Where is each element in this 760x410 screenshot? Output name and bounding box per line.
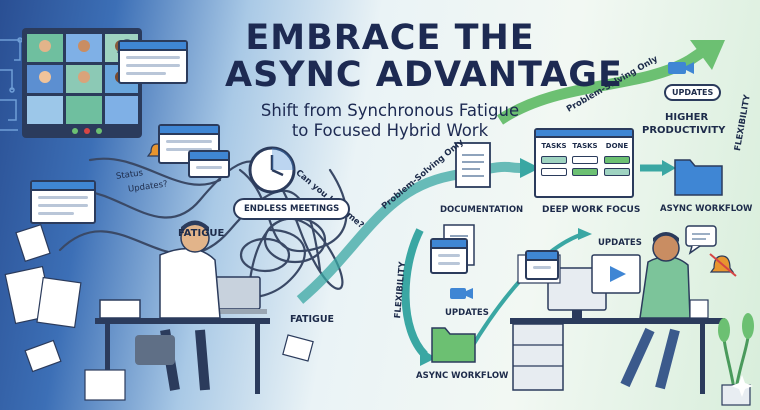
muted-bell-icon [709,253,737,277]
stressed-worker-scene [95,220,270,394]
paper-pile [4,223,314,401]
circuit-lines [0,37,23,131]
folder-icon [431,159,723,363]
main-title-line-1: EMBRACE THE [245,18,535,58]
notification-window [158,124,220,164]
deep-work-focus-label: DEEP WORK FOCUS [542,205,641,215]
higher-productivity-label: HIGHER [665,112,709,123]
kanban-column-title: TASKS [572,142,598,150]
notification-window [118,40,188,84]
subtitle-line-1: Shift from Synchronous Fatigue [260,101,520,120]
fatigue-label: FATIGUE [290,314,335,325]
notification-window [188,150,230,178]
notification-window [30,180,96,224]
kanban-board: TASKS TASKS DONE [534,128,634,198]
main-title-line-2: ASYNC ADVANTAGE [225,55,623,95]
chat-bubble-icon [685,225,717,255]
updates-badge: UPDATES [664,84,722,101]
kanban-column-title: DONE [605,142,629,150]
documentation-label: DOCUMENTATION [440,205,524,215]
update-window [430,238,468,274]
updates-label: UPDATES [445,308,489,318]
clock-icon [248,146,296,194]
kanban-column-title: TASKS [541,142,567,150]
async-workflow-label: ASYNC WORKFLOW [660,204,753,214]
endless-meetings-badge: ENDLESS MEETINGS [233,198,351,220]
async-workflow-label: ASYNC WORKFLOW [416,371,509,381]
update-window [525,250,559,280]
focused-worker-scene [510,232,754,406]
fatigue-label: FATIGUE [178,228,225,239]
video-camera-icon [450,62,694,299]
subtitle-line-2: to Focused Hybrid Work [291,121,489,140]
sparkle-icon [731,375,753,397]
higher-productivity-label: PRODUCTIVITY [642,125,726,136]
updates-label: UPDATES [598,238,642,248]
